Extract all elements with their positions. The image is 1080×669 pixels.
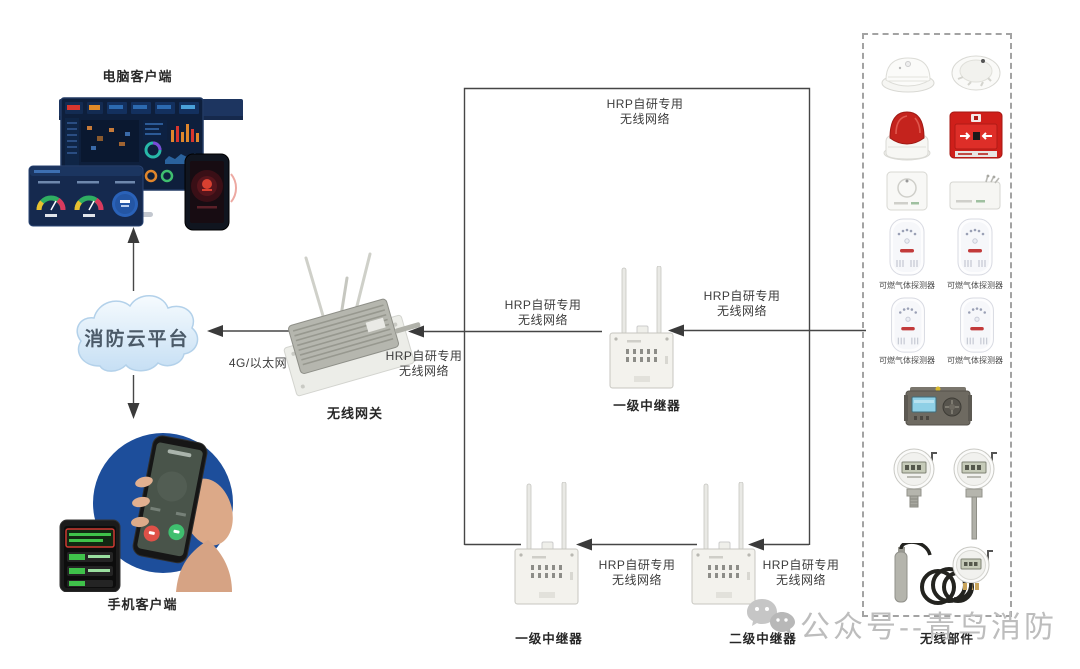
temperature-sensor-icon	[953, 448, 997, 540]
repeater-level2-image	[691, 482, 756, 605]
mobile-client-label: 手机客户端	[107, 597, 178, 612]
gas-detector-label: 可燃气体探测器	[947, 356, 1003, 365]
wireless-components-label: 无线部件	[919, 632, 974, 646]
hrp-network-label-top: HRP自研专用无线网络	[606, 97, 684, 126]
hrp-network-label-bottom-right: HRP自研专用无线网络	[762, 558, 840, 587]
io-module-icon	[949, 174, 1001, 210]
cloud-platform-label: 消防云平台	[84, 329, 190, 350]
pressure-sensor-icon	[893, 448, 937, 508]
wechat-icon	[747, 599, 795, 634]
repeater-level1-bottom-image	[514, 482, 579, 605]
gas-detector-icon	[889, 218, 925, 276]
gas-detector-icon	[960, 297, 994, 353]
repeater-level1-bottom-label: 一级中继器	[515, 632, 583, 646]
level-sensor-icon	[894, 543, 993, 605]
alarm-sounder-icon	[883, 111, 931, 161]
hrp-network-label-mid-left: HRP自研专用无线网络	[504, 298, 582, 327]
notification-phone	[59, 519, 121, 592]
lcd-transmitter-icon	[904, 386, 972, 426]
smoke-detector-icon	[951, 55, 1001, 91]
hrp-network-label-gateway: HRP自研专用无线网络	[385, 349, 463, 378]
cloud-shape	[76, 295, 199, 372]
hrp-network-label-bottom-mid: HRP自研专用无线网络	[598, 558, 676, 587]
wan-label: 4G/以太网	[228, 356, 288, 370]
gas-detector-label: 可燃气体探测器	[947, 281, 1003, 290]
gas-detector-icon	[957, 218, 993, 276]
hrp-network-label-mid-right: HRP自研专用无线网络	[703, 289, 781, 318]
repeater-level1-mid-label: 一级中继器	[613, 399, 681, 413]
mobile-client-image	[59, 433, 233, 592]
manual-call-point-icon	[949, 111, 1003, 159]
computer-client-image	[28, 97, 243, 231]
gas-detector-label: 可燃气体探测器	[879, 281, 935, 290]
wireless-components-panel: 可燃气体探测器 可燃气体探测器 可燃气体探测器 可燃气体探测器	[862, 33, 1012, 617]
gas-detector-icon	[891, 297, 925, 353]
repeater-level1-mid-image	[609, 266, 674, 389]
wireless-gateway-image	[283, 252, 421, 397]
wireless-gateway-label: 无线网关	[326, 406, 383, 421]
repeater-level2-label: 二级中继器	[729, 632, 797, 646]
input-module-icon	[886, 171, 928, 211]
watermark-text: 公众号--青鸟消防	[800, 611, 1057, 644]
smoke-detector-icon	[881, 57, 935, 93]
gas-detector-label: 可燃气体探测器	[879, 356, 935, 365]
computer-client-label: 电脑客户端	[102, 69, 173, 84]
